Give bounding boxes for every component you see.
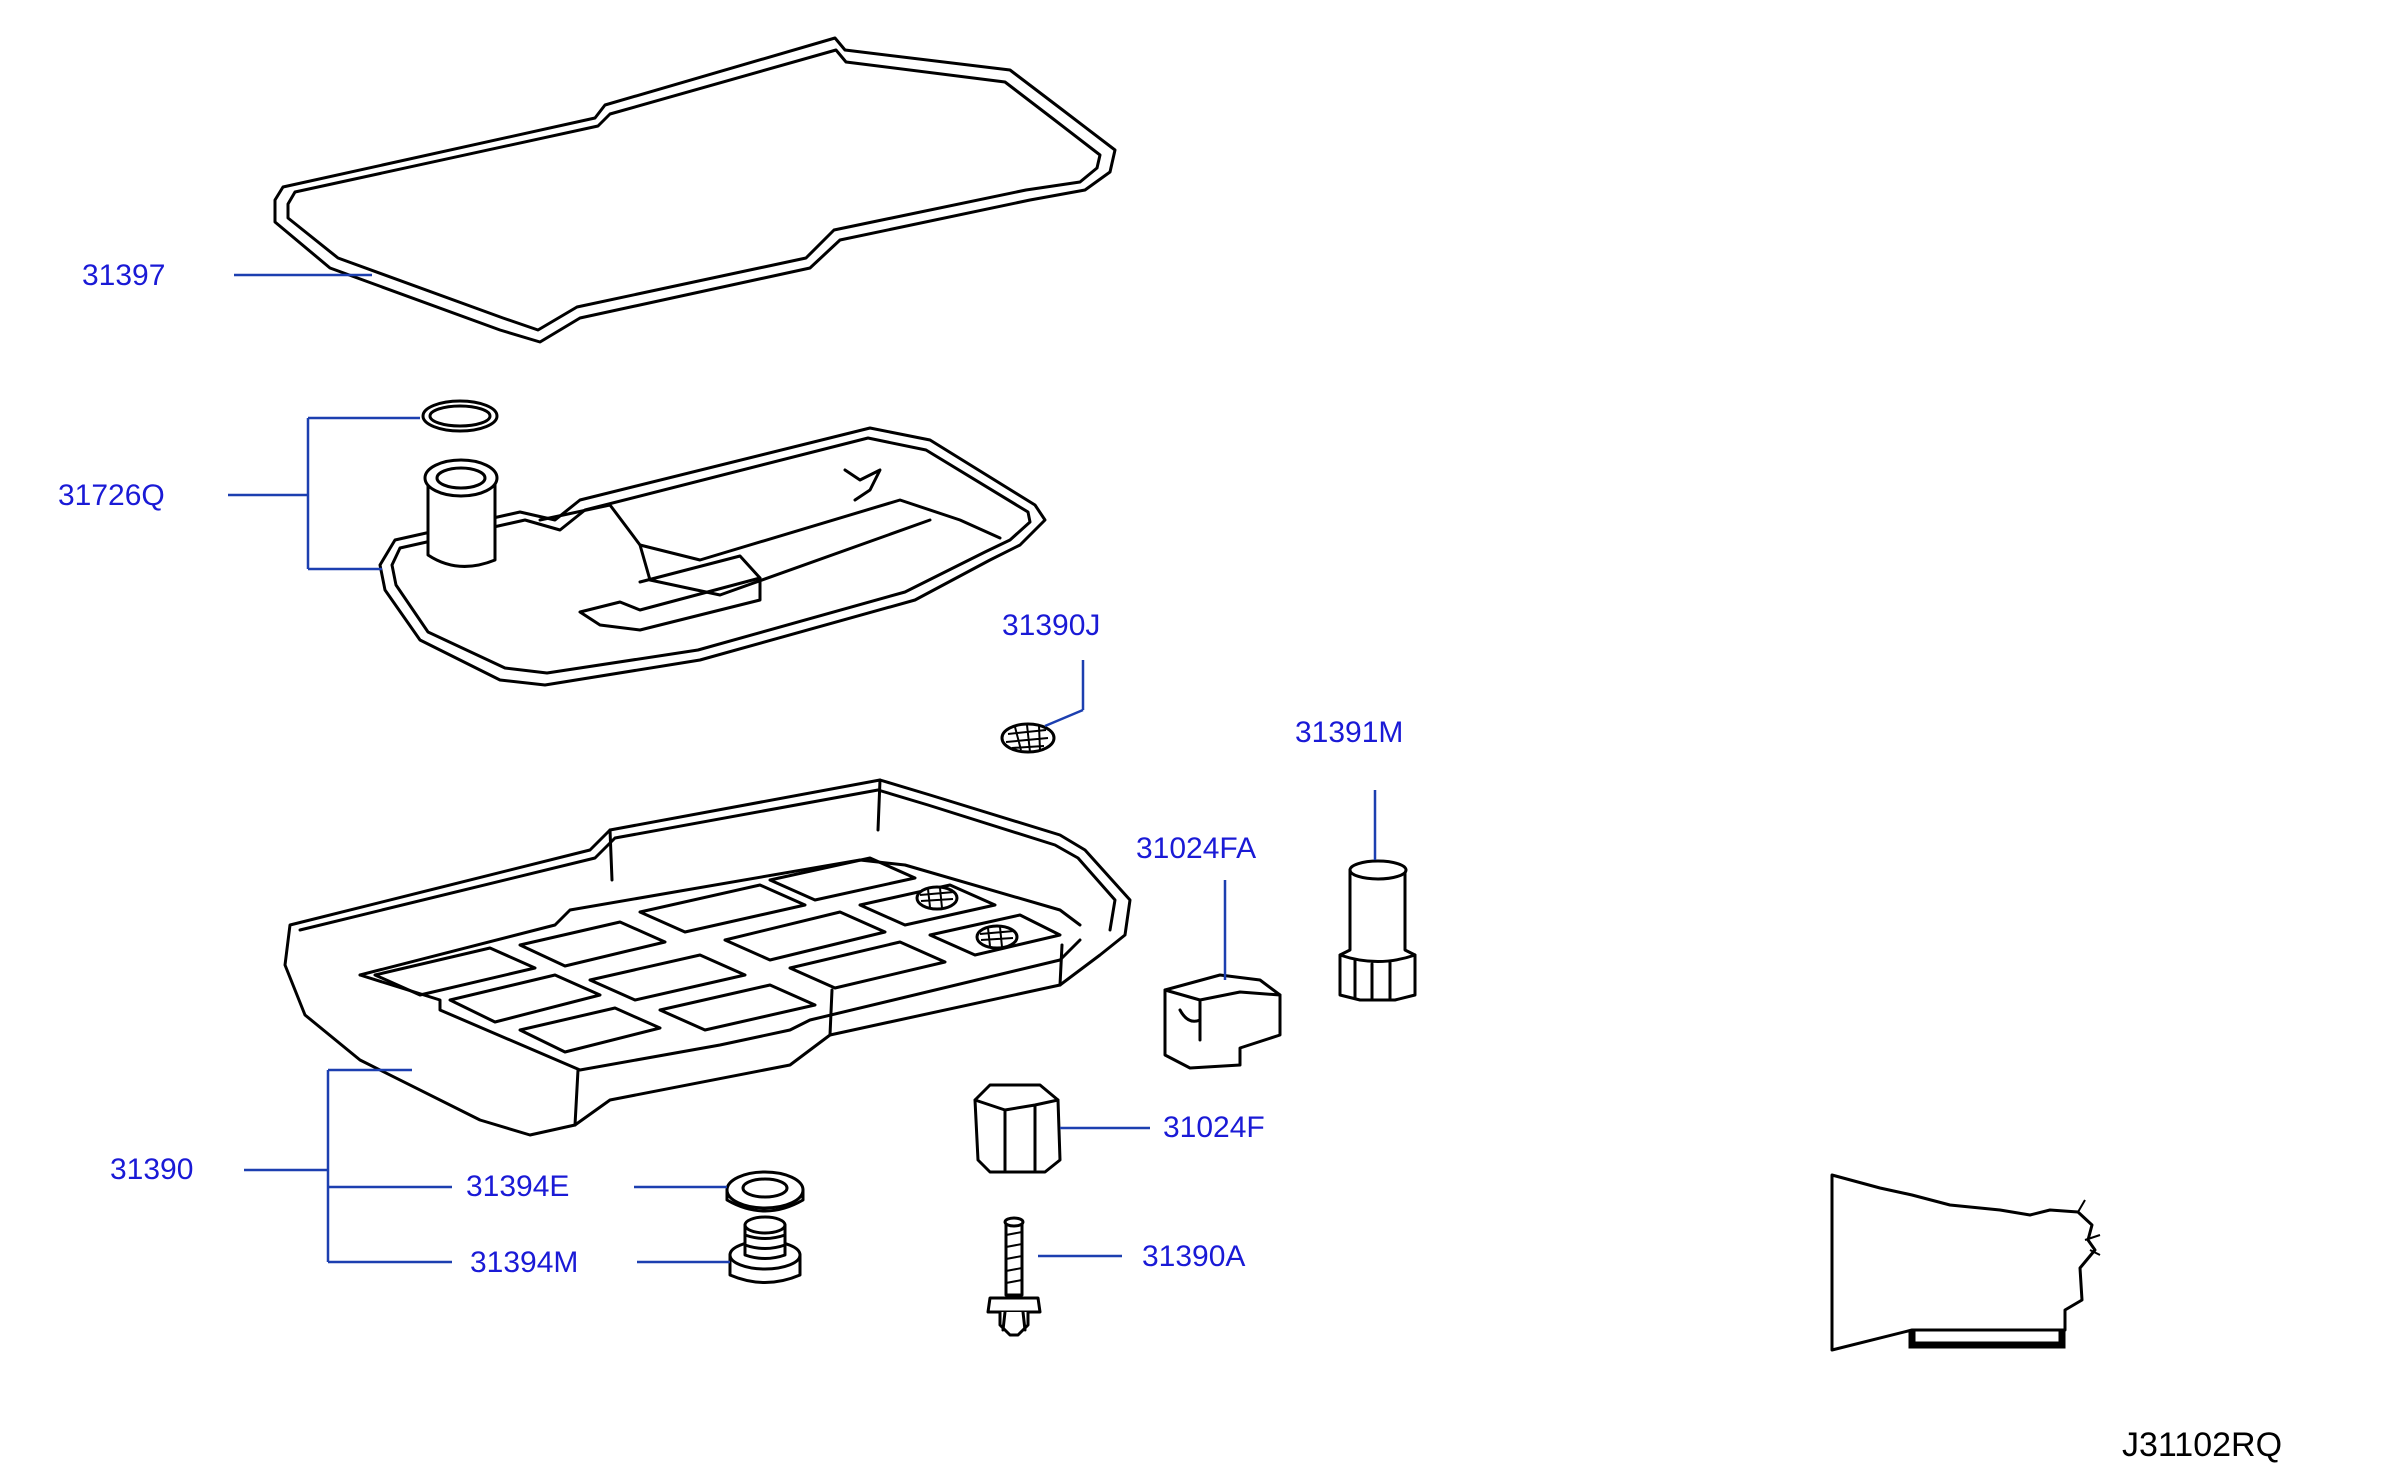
part-label-31390[interactable]: 31390	[110, 1153, 194, 1186]
diagram-code: J31102RQ	[2122, 1426, 2283, 1464]
part-label-31391M[interactable]: 31391M	[1295, 716, 1404, 749]
o-ring-31726Q[interactable]	[421, 399, 499, 433]
oil-pan-31390[interactable]	[283, 778, 1132, 1137]
strainer-31726Q[interactable]	[378, 426, 1047, 687]
part-label-31394E[interactable]: 31394E	[466, 1170, 570, 1203]
clip-31024F[interactable]	[973, 1083, 1062, 1174]
gasket-31397[interactable]	[273, 36, 1117, 344]
part-label-31024F[interactable]: 31024F	[1163, 1111, 1265, 1144]
part-label-31024FA[interactable]: 31024FA	[1136, 832, 1257, 865]
location-inset	[1830, 1173, 2101, 1352]
part-label-31394M[interactable]: 31394M	[470, 1246, 579, 1279]
leader-lines	[228, 273, 1377, 1264]
plug-31394M[interactable]	[728, 1215, 802, 1284]
sleeve-31391M[interactable]	[1338, 859, 1417, 1002]
part-label-31397[interactable]: 31397	[82, 259, 166, 292]
magnet-31390J[interactable]	[1000, 722, 1056, 754]
part-label-31390A[interactable]: 31390A	[1142, 1240, 1246, 1273]
part-label-31726Q[interactable]: 31726Q	[58, 479, 165, 512]
part-label-31390J[interactable]: 31390J	[1002, 609, 1101, 642]
bolt-31390A[interactable]	[986, 1216, 1042, 1337]
clip-31024FA[interactable]	[1163, 973, 1282, 1070]
washer-31394E[interactable]	[725, 1170, 805, 1213]
